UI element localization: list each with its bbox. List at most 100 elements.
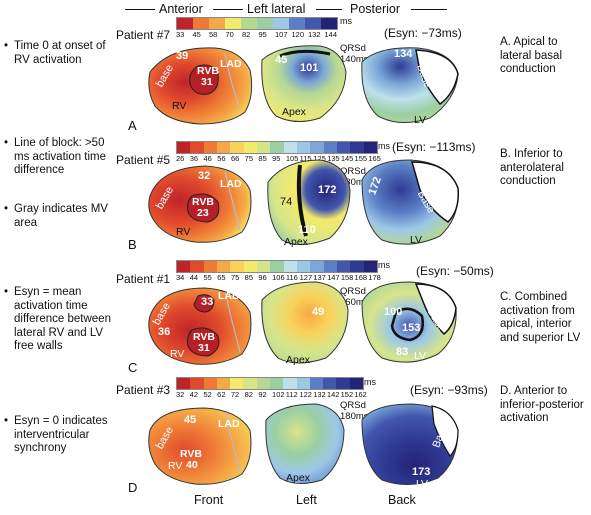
scale-tick-label: 165	[368, 154, 381, 163]
scale-tick-label: 168	[354, 273, 368, 282]
scale-swatch	[323, 142, 337, 153]
scale-swatch	[177, 18, 193, 29]
scale-swatch	[269, 378, 284, 389]
scale-tick-label: 158	[340, 273, 354, 282]
heart-left-a	[261, 45, 347, 122]
row-letter-a: A	[128, 118, 137, 133]
description-a: A. Apical to lateral basal conduction	[500, 36, 563, 75]
scale-swatch	[256, 261, 271, 272]
heart-back-c	[361, 281, 457, 363]
back-value-d: 173	[412, 466, 431, 478]
scale-unit-b: ms	[378, 141, 390, 151]
scale-tick-label: 105	[285, 154, 299, 163]
left-apex-c: Apex	[286, 354, 310, 366]
left-apex-d: Apex	[286, 472, 310, 484]
front-value-d: 45	[184, 414, 197, 426]
esyn-a: (Esyn: −73ms)	[384, 26, 462, 40]
scale-tick-label: 116	[285, 273, 298, 282]
color-scale-c	[176, 260, 378, 273]
left-apex-b: Apex	[284, 236, 308, 248]
scale-tick-label: 82	[244, 390, 253, 399]
front-rv-a: RV	[172, 100, 187, 112]
heart-left-b	[267, 159, 351, 245]
esyn-d: (Esyn: −93ms)	[410, 383, 488, 397]
front-value-a: 39	[176, 50, 189, 62]
patient-label-a: Patient #7	[116, 28, 171, 42]
header-left-lateral: Left lateral	[247, 2, 306, 16]
heart-back-d	[361, 403, 459, 485]
scale-swatch	[363, 261, 377, 272]
color-scale-a	[176, 17, 338, 30]
scale-swatch	[283, 261, 297, 272]
scale-swatch	[283, 378, 297, 389]
footer-back: Back	[388, 493, 416, 507]
scale-tick-label: 44	[189, 273, 199, 282]
scale-swatch	[289, 18, 305, 29]
scale-swatch	[216, 261, 231, 272]
front-rvb-value-c: 31	[198, 342, 210, 354]
scale-tick-label: 144	[324, 30, 338, 39]
scale-swatch	[177, 261, 191, 272]
scale-tick-label: 85	[244, 273, 254, 282]
front-lad-a: LAD	[220, 58, 242, 70]
scale-swatch	[296, 142, 311, 153]
scale-tick-label: 115	[299, 154, 312, 163]
back-lv-c: LV	[414, 350, 427, 362]
scale-unit-c: ms	[378, 260, 390, 270]
left-value-3-b: 110	[298, 224, 316, 236]
scale-tick-label: 145	[340, 154, 354, 163]
scale-swatch	[177, 142, 191, 153]
header-rule-4	[411, 9, 447, 10]
header-rule-2	[213, 9, 243, 10]
front-lad-c: LAD	[218, 290, 240, 302]
scale-tick-label: 137	[313, 273, 326, 282]
row-letter-b: B	[128, 237, 137, 252]
scale-unit-d: ms	[364, 377, 376, 387]
scale-tick-label: 122	[299, 390, 312, 399]
scale-tick-label: 132	[308, 30, 321, 39]
scale-tick-label: 58	[209, 30, 218, 39]
description-b: B. Inferior to anterolateral conduction	[500, 148, 564, 187]
scale-tick-label: 36	[189, 154, 199, 163]
front-rvb-value-a: 31	[201, 76, 213, 88]
front-rvb-c: RVB	[193, 331, 215, 343]
left-apex-a: Apex	[282, 106, 306, 118]
scale-tick-label: 70	[225, 30, 234, 39]
left-value-2-b: 172	[318, 184, 337, 196]
header-posterior: Posterior	[350, 2, 401, 16]
scale-tick-label: 55	[203, 273, 212, 282]
description-d: D. Anterior to inferior-posterior activa…	[500, 385, 584, 424]
scale-swatch	[230, 378, 244, 389]
front-rvb-value-b: 23	[197, 207, 209, 219]
patient-label-b: Patient #5	[116, 153, 171, 167]
front-rvb-d: RVB	[180, 448, 202, 460]
scale-swatch	[336, 142, 351, 153]
scale-swatch	[323, 378, 337, 389]
scale-swatch	[273, 18, 289, 29]
scale-swatch	[283, 142, 297, 153]
footer-left: Left	[296, 493, 317, 507]
scale-swatch	[363, 142, 377, 153]
front-rvb-value-d: 40	[186, 459, 198, 471]
scale-swatch	[190, 378, 204, 389]
scale-swatch	[193, 18, 209, 29]
scale-tick-label: 56	[217, 154, 226, 163]
front-rv-b: RV	[176, 226, 191, 238]
scale-tick-label: 72	[230, 390, 240, 399]
scale-swatch	[336, 261, 351, 272]
front-value-2-c: 36	[158, 326, 171, 338]
scale-swatch	[190, 261, 204, 272]
front-rv-c: RV	[170, 348, 185, 360]
front-lad-d: LAD	[218, 418, 240, 430]
scale-tick-label: 162	[354, 390, 367, 399]
scale-tick-label: 66	[230, 154, 240, 163]
front-rvb-a: RVB	[197, 65, 219, 77]
scale-swatch	[203, 378, 217, 389]
scale-swatch	[243, 142, 257, 153]
